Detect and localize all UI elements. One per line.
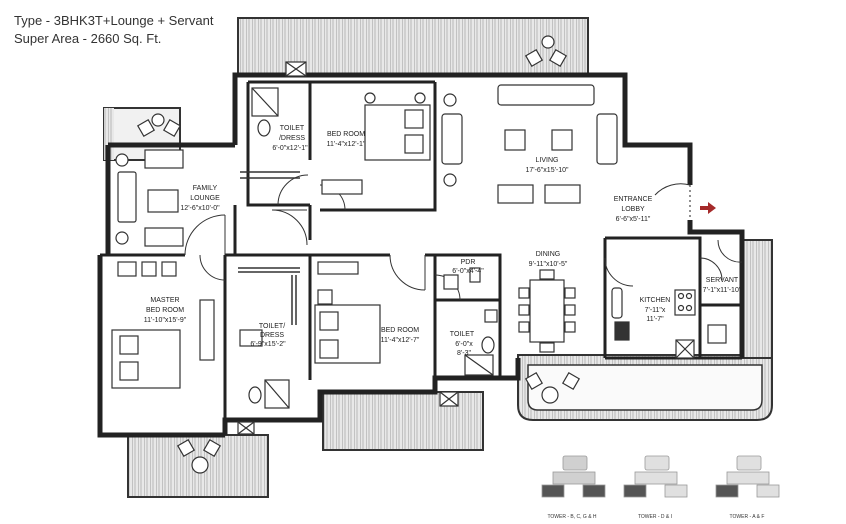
key-plan-3: TOWER - A & F xyxy=(715,455,780,520)
interior-walls xyxy=(100,80,742,420)
label-living: LIVING xyxy=(536,157,559,164)
label-toilet-dress-1-line2: /DRESS xyxy=(279,135,305,142)
dims-servant: 7'-1"x11'-10" xyxy=(703,287,742,294)
label-kitchen: KITCHEN xyxy=(640,297,671,304)
balcony-seating xyxy=(136,35,581,474)
lounge-furniture xyxy=(115,149,184,247)
dining-table xyxy=(518,269,576,353)
label-toilet-dress-2-line2: DRESS xyxy=(260,332,284,339)
dims-toilet-dress-2: 6'-9"x15'-2" xyxy=(250,341,286,348)
label-entrance-lobby-line2: LOBBY xyxy=(621,206,645,213)
label-bed-room-2: BED ROOM xyxy=(381,327,419,334)
master-bed-furniture xyxy=(111,261,215,389)
label-entrance-lobby: ENTRANCE xyxy=(614,196,653,203)
label-family-lounge-line2: LOUNGE xyxy=(190,195,220,202)
label-master-bed-room-line2: BED ROOM xyxy=(146,307,184,314)
label-bed-room-1: BED ROOM xyxy=(327,131,365,138)
outer-walls xyxy=(97,72,745,438)
dress-shelving xyxy=(238,171,300,325)
dims-kitchen-line2: 11'-7" xyxy=(646,316,664,323)
label-servant: SERVANT xyxy=(706,277,739,284)
dims-bed-room-1: 11'-4"x12'-1" xyxy=(327,141,366,148)
door-swings xyxy=(184,174,743,301)
entry-arrow-icon xyxy=(700,202,716,214)
label-master-bed-room: MASTER xyxy=(150,297,179,304)
dims-toilet-dress-1: 6'-0"x12'-1" xyxy=(272,145,308,152)
key-plan-1: TOWER - B, C, G & H xyxy=(541,455,606,520)
bed-room-1-furniture xyxy=(321,92,431,195)
label-toilet-dress-1: TOILET xyxy=(280,125,305,132)
dims-dining: 9'-11"x10'-5" xyxy=(529,261,568,268)
room-labels: TOILET /DRESS 6'-0"x12'-1" BED ROOM 11'-… xyxy=(144,125,742,357)
dims-master-bed-room: 11'-10"x15'-9" xyxy=(144,317,187,324)
dims-kitchen-line1: 7'-11"x xyxy=(645,307,666,314)
bed-room-2-furniture xyxy=(314,261,381,364)
key-plan-2-caption: TOWER - D & I xyxy=(638,514,672,520)
kitchen-fixtures xyxy=(611,287,727,359)
super-area-title: Super Area - 2660 Sq. Ft. xyxy=(14,31,162,46)
balcony-servant-side xyxy=(741,239,773,359)
label-toilet-dress-2: TOILET/ xyxy=(259,323,285,330)
balcony-bottom-right xyxy=(517,354,773,421)
plan-header: Type - 3BHK3T+Lounge + Servant Super Are… xyxy=(14,12,213,48)
dims-pdr: 6'-0"x4'-4" xyxy=(452,268,484,275)
toilet-fixtures xyxy=(237,61,498,435)
dims-toilet-3-line2: 8'-3" xyxy=(457,350,471,357)
label-pdr: PDR xyxy=(461,259,476,266)
label-family-lounge: FAMILY xyxy=(193,185,218,192)
balcony-bottom-mid xyxy=(322,391,484,451)
dims-living: 17'-6"x15'-10" xyxy=(525,167,569,174)
dims-toilet-3-line1: 6'-0"x xyxy=(455,341,473,348)
living-furniture xyxy=(441,84,618,204)
dims-entrance-lobby: 6'-6"x5'-11" xyxy=(616,216,651,223)
label-toilet-3: TOILET xyxy=(450,331,475,338)
key-plan-1-caption: TOWER - B, C, G & H xyxy=(547,514,596,520)
key-plan-2: TOWER - D & I xyxy=(623,455,688,520)
unit-type-title: Type - 3BHK3T+Lounge + Servant xyxy=(14,13,214,28)
key-plan-3-caption: TOWER - A & F xyxy=(730,514,765,520)
dims-bed-room-2: 11'-4"x12'-7" xyxy=(381,337,420,344)
dims-family-lounge: 12'-6"x10'-0" xyxy=(180,205,220,212)
label-dining: DINING xyxy=(536,251,561,258)
